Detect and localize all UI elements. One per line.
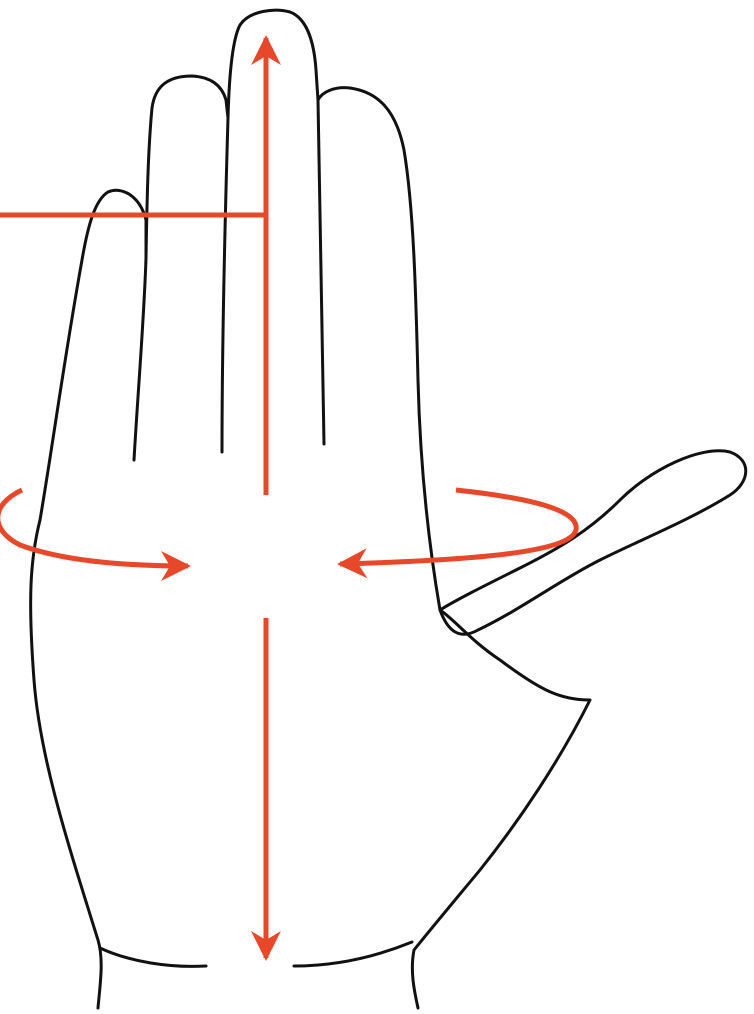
wrist-line-right <box>294 942 412 966</box>
hand-outline <box>31 10 746 1008</box>
finger-crease-3 <box>318 100 324 444</box>
measurement-lines <box>0 38 576 958</box>
hand-main-outline <box>31 10 590 1008</box>
palm-circumference-right-arrow <box>340 490 576 564</box>
finger-crease-1 <box>134 258 146 460</box>
thumb-outline <box>440 451 746 634</box>
finger-crease-2 <box>222 118 228 452</box>
wrist-line-left <box>100 948 206 966</box>
palm-circumference-left-arrow <box>0 490 188 566</box>
